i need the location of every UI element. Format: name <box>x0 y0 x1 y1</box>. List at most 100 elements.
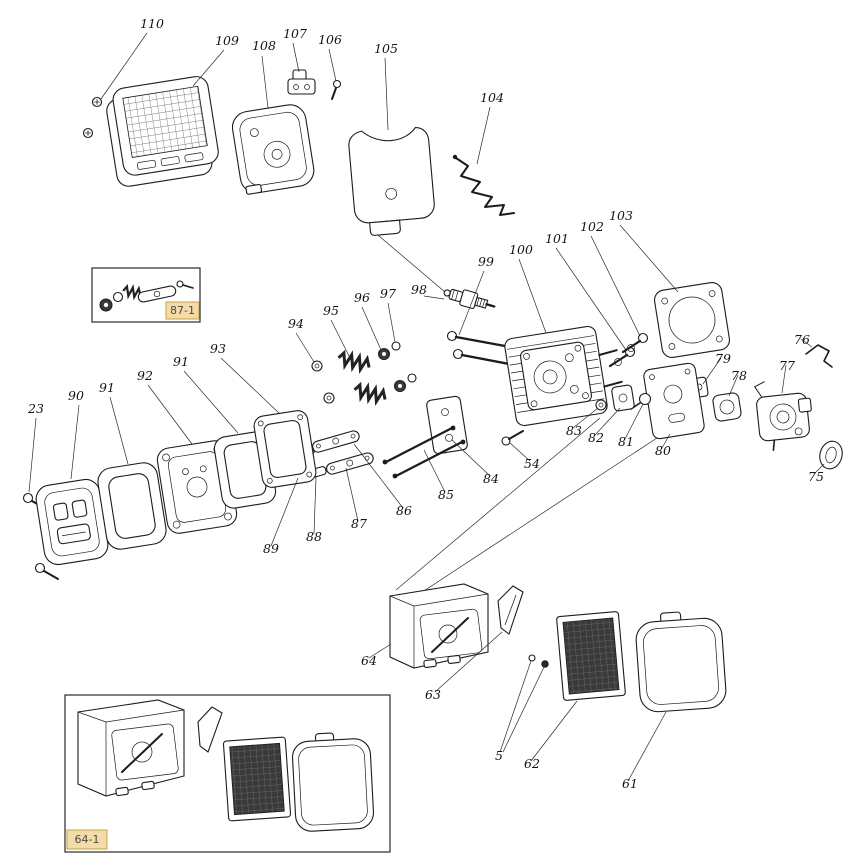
clamp-75 <box>819 440 843 470</box>
cylinder-bolt-100 <box>452 348 511 366</box>
part-label-89: 89 <box>263 541 279 556</box>
part-label-84: 84 <box>483 471 499 486</box>
leader-line-93 <box>220 357 281 415</box>
cover-mesh-grille <box>122 85 208 158</box>
part-label-99: 99 <box>478 254 494 269</box>
leader-line-85 <box>423 449 446 493</box>
leader-line-94 <box>295 332 315 363</box>
leader-line-80 <box>661 433 671 449</box>
inset-label-64-1: 64-1 <box>66 829 108 850</box>
spring-retainer-96a <box>378 348 390 360</box>
bolt-54 <box>501 430 524 446</box>
leader-line-102 <box>590 235 641 337</box>
leader-line-106 <box>328 48 337 82</box>
spring-cap-97b <box>407 373 417 383</box>
part-label-98: 98 <box>411 282 427 297</box>
leader-line-95 <box>330 319 350 357</box>
leader-line-105 <box>384 57 389 131</box>
part-label-103: 103 <box>609 208 633 223</box>
inset-bolt <box>176 280 194 289</box>
part-label-79: 79 <box>715 351 731 366</box>
part-label-86: 86 <box>396 503 412 518</box>
leader-line-103 <box>619 224 679 293</box>
inset-64-1: 64-1 <box>64 694 391 853</box>
screw-110a <box>91 96 103 108</box>
gasket-103 <box>653 281 731 359</box>
spark-plug-98 <box>443 288 496 310</box>
gasket-93 <box>253 410 317 488</box>
insulator-82 <box>611 384 635 412</box>
spacer-78 <box>712 392 742 422</box>
valve-spring-95b <box>353 381 387 407</box>
leader-line-5 <box>502 666 545 753</box>
leader-line-77 <box>781 364 787 394</box>
air-filter-base-64 <box>389 583 489 669</box>
leader-line-101 <box>555 247 627 351</box>
leader-line-96 <box>361 306 382 351</box>
part-label-110: 110 <box>140 16 164 31</box>
leader-line-108 <box>261 55 269 109</box>
leader-line-79 <box>702 357 722 385</box>
leader-line-90 <box>70 404 80 480</box>
part-label-90: 90 <box>68 388 84 403</box>
leader-line-88 <box>313 476 317 535</box>
part-label-106: 106 <box>318 32 342 47</box>
part-label-97: 97 <box>380 286 396 301</box>
inset-label-text: 87-1 <box>170 304 195 317</box>
leader-line-82 <box>594 407 621 436</box>
inset-87-1: 87-1 <box>91 267 201 323</box>
valve-cover-90 <box>35 478 109 566</box>
part-label-93: 93 <box>210 341 226 356</box>
cylinder-bolt-99 <box>446 330 507 348</box>
leader-line-83 <box>572 407 599 429</box>
guide-plate-84 <box>426 395 468 455</box>
part-label-87: 87 <box>351 516 367 531</box>
leader-line-76 <box>800 338 813 348</box>
part-label-91: 91 <box>173 354 189 369</box>
leader-line-91 <box>183 370 239 434</box>
leader-line-54 <box>509 442 531 462</box>
part-label-109: 109 <box>215 33 239 48</box>
screw-23b <box>34 562 59 580</box>
inset-filter-base <box>77 699 185 797</box>
leader-line-23 <box>28 417 37 493</box>
part-label-104: 104 <box>480 90 504 105</box>
part-label-82: 82 <box>588 430 604 445</box>
spring-retainer-96b <box>394 380 406 392</box>
inset-label-87-1: 87-1 <box>165 301 200 320</box>
leader-line-110 <box>100 32 148 100</box>
part-label-78: 78 <box>731 368 747 383</box>
carburetor-77 <box>754 381 812 451</box>
screw-110b <box>82 127 94 139</box>
spark-arrester-107 <box>287 69 316 95</box>
part-label-91: 91 <box>99 380 115 395</box>
ground-wire-104 <box>452 154 515 216</box>
part-label-80: 80 <box>655 443 671 458</box>
heat-shield-105 <box>348 126 435 236</box>
leader-line-87 <box>345 467 359 522</box>
leader-line-86 <box>353 443 404 509</box>
part-label-105: 105 <box>374 41 398 56</box>
muffler-cover-109 <box>106 76 219 187</box>
leader-line-63 <box>434 631 503 693</box>
leader-line-61 <box>627 711 667 782</box>
filter-cover-61 <box>635 611 727 713</box>
part-label-23: 23 <box>27 401 44 416</box>
muffler-108 <box>231 104 315 195</box>
part-label-75: 75 <box>808 469 824 484</box>
part-label-54: 54 <box>524 456 540 471</box>
choke-rod-76 <box>805 344 833 368</box>
leader-line-78 <box>728 374 739 397</box>
leader-line-62 <box>530 700 578 762</box>
part-label-108: 108 <box>252 38 276 53</box>
part-label-62: 62 <box>524 756 540 771</box>
valve-seal-94a <box>311 360 323 372</box>
part-label-63: 63 <box>425 687 441 702</box>
leader-line-89 <box>270 477 299 547</box>
alignment-lines <box>371 229 661 605</box>
leader-lines <box>28 32 825 782</box>
leader-line-97 <box>387 302 396 343</box>
leader-line-75 <box>813 463 825 475</box>
leader-line-107 <box>292 42 300 73</box>
